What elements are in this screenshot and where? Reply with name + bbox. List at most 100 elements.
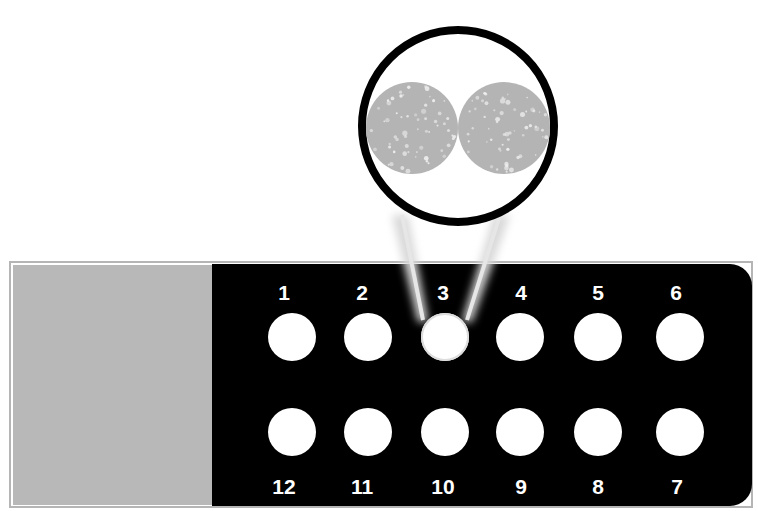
well <box>421 408 469 456</box>
texture-speck <box>534 126 539 131</box>
wells <box>268 313 704 456</box>
well-number: 12 <box>272 476 295 497</box>
texture-speck <box>447 143 451 147</box>
texture-speck <box>389 162 393 166</box>
texture-speck <box>469 110 471 112</box>
frosted-end <box>13 265 213 505</box>
slide-outline <box>10 262 752 507</box>
well-number: 10 <box>431 476 454 497</box>
texture-speck <box>391 97 395 101</box>
texture-speck <box>490 138 493 141</box>
texture-speck <box>399 91 402 94</box>
texture-speck <box>442 154 446 158</box>
well <box>268 313 316 361</box>
texture-speck <box>544 113 547 116</box>
texture-speck <box>404 135 407 138</box>
well-number: 6 <box>670 282 682 303</box>
texture-speck <box>500 98 505 103</box>
well <box>344 408 392 456</box>
texture-speck <box>499 150 501 152</box>
well-mask-edge <box>212 264 242 506</box>
texture-speck <box>481 99 484 102</box>
well <box>421 313 469 361</box>
texture-speck <box>417 128 419 130</box>
texture-speck <box>502 144 504 146</box>
texture-speck <box>402 131 407 136</box>
well-number: 11 <box>351 476 373 497</box>
texture-speck <box>428 162 430 164</box>
texture-speck <box>520 112 525 117</box>
texture-speck <box>488 128 490 130</box>
texture-speck <box>518 154 522 158</box>
texture-speck <box>400 116 402 118</box>
texture-speck <box>507 94 509 96</box>
texture-speck <box>416 151 418 153</box>
well-number: 3 <box>437 282 449 303</box>
texture-speck <box>544 135 548 139</box>
texture-speck <box>417 118 420 121</box>
texture-speck <box>486 141 488 143</box>
texture-speck <box>513 108 516 111</box>
texture-speck <box>447 129 450 132</box>
well-number: 7 <box>671 476 683 497</box>
zoom-beams <box>392 215 510 322</box>
texture-speck <box>506 171 508 173</box>
zoom-line <box>467 215 500 320</box>
texture-speck <box>383 120 385 122</box>
texture-speck <box>475 96 479 100</box>
texture-speck <box>394 135 398 139</box>
texture-speck <box>432 99 435 102</box>
magnifier-circle <box>362 30 554 222</box>
texture-speck <box>530 107 534 111</box>
texture-speck <box>490 165 493 168</box>
texture-speck <box>440 149 443 152</box>
texture-speck <box>443 100 445 102</box>
texture-speck <box>496 121 499 124</box>
texture-speck <box>387 99 389 101</box>
texture-speck <box>396 112 398 114</box>
well <box>574 408 622 456</box>
cell-texture <box>370 85 456 174</box>
texture-speck <box>532 110 535 113</box>
texture-speck <box>503 133 506 136</box>
texture-speck <box>526 97 528 99</box>
texture-speck <box>496 168 498 170</box>
texture-speck <box>425 130 428 133</box>
texture-speck <box>429 96 431 98</box>
texture-speck <box>407 86 410 89</box>
texture-speck <box>400 166 404 170</box>
texture-speck <box>467 150 470 153</box>
texture-speck <box>393 151 396 154</box>
well-mask <box>212 264 752 506</box>
well <box>656 313 704 361</box>
texture-speck <box>405 144 409 148</box>
cell-texture <box>467 92 549 173</box>
well <box>344 313 392 361</box>
texture-speck <box>424 156 429 161</box>
texture-speck <box>377 107 380 110</box>
texture-speck <box>541 129 544 132</box>
texture-speck <box>499 111 503 115</box>
well-number: 2 <box>356 282 368 303</box>
texture-speck <box>472 127 474 129</box>
texture-speck <box>522 134 525 137</box>
well <box>574 313 622 361</box>
texture-speck <box>402 151 407 156</box>
texture-speck <box>505 100 510 105</box>
well <box>496 408 544 456</box>
well-number: 5 <box>592 282 604 303</box>
well-number: 1 <box>278 282 290 303</box>
texture-speck <box>513 130 515 132</box>
texture-speck <box>415 156 417 158</box>
texture-speck <box>453 135 456 138</box>
texture-speck <box>406 169 411 174</box>
texture-speck <box>485 101 489 105</box>
texture-speck <box>424 117 427 120</box>
texture-speck <box>501 96 504 99</box>
texture-speck <box>484 93 487 96</box>
texture-speck <box>535 154 537 156</box>
texture-speck <box>484 116 486 118</box>
well-number: 8 <box>592 476 604 497</box>
texture-speck <box>407 151 409 153</box>
texture-speck <box>493 109 495 111</box>
